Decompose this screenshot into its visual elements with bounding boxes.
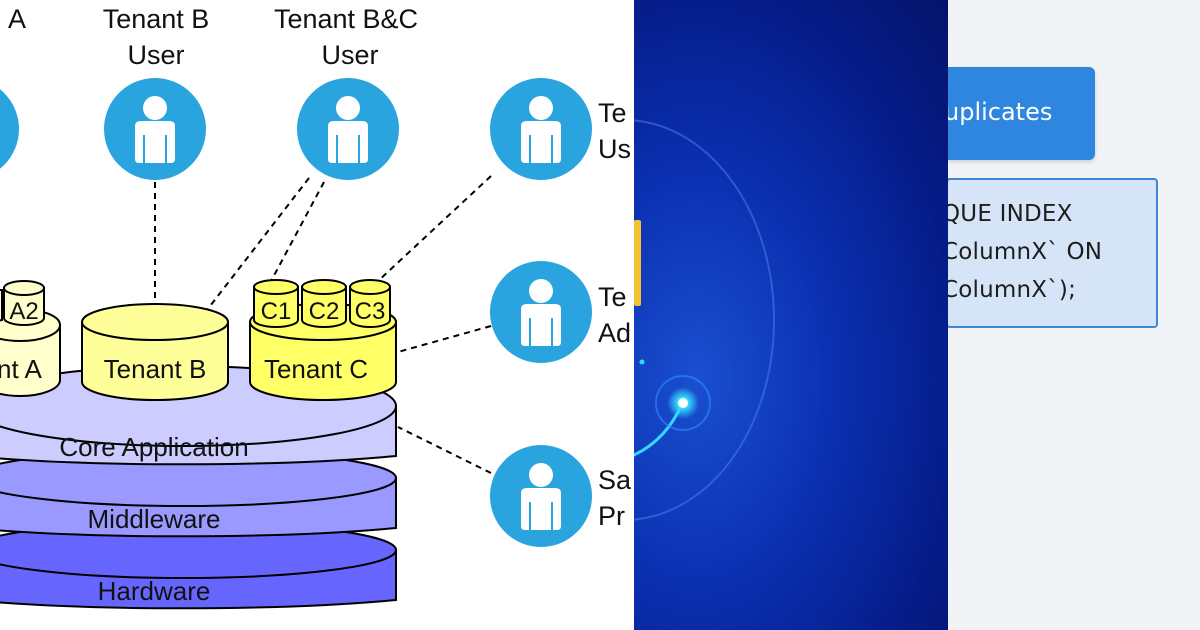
code-line-2: ColumnX` ON — [948, 239, 1103, 265]
user-icon-saas-provider — [489, 444, 593, 548]
tenant-a-cylinder: nt A A2 — [0, 280, 61, 397]
node-outer-ring — [655, 375, 711, 431]
space-graphic-panel — [634, 0, 948, 630]
user-icon-tenant-admin — [489, 260, 593, 364]
code-line-1: QUE INDEX — [948, 201, 1073, 227]
user-label-b-line2: User — [127, 40, 184, 70]
layer-core-label: Core Application — [59, 432, 248, 462]
user-icon-tenant-bc — [296, 77, 400, 181]
architecture-diagram: Hardware Middleware Core Application nt … — [0, 4, 633, 610]
tenant-c2-label: C2 — [309, 298, 340, 325]
tenant-a-label: nt A — [0, 354, 42, 384]
space-graphic — [634, 119, 775, 521]
tenant-b-label: Tenant B — [104, 354, 207, 384]
user-label-bc-line1: Tenant B&C — [274, 4, 418, 34]
user-label-saas-line1: Sa — [598, 465, 632, 495]
user-label-bc-line2: User — [321, 40, 378, 70]
tenant-b-cylinder: Tenant B — [81, 303, 229, 401]
user-icon-tenant-b — [103, 77, 207, 181]
tenant-c-label: Tenant C — [264, 354, 368, 384]
remove-duplicates-button-label: uplicates — [948, 98, 1053, 126]
user-icon-tenant-a — [0, 77, 20, 181]
orbit-ring — [634, 119, 775, 521]
small-dot — [639, 359, 645, 365]
tenant-c-cylinder: Tenant C C1 C2 C3 — [249, 279, 397, 401]
user-label-admin-line2: Ad — [598, 318, 631, 348]
user-label-c-line2: Us — [598, 134, 631, 164]
yellow-tab — [634, 220, 641, 306]
layer-middleware-label: Middleware — [88, 504, 221, 534]
user-icon-tenant-c — [489, 77, 593, 181]
middleware-layer: Middleware — [0, 449, 397, 538]
user-label-saas-line2: Pr — [598, 501, 625, 531]
code-panel: uplicates QUE INDEX ColumnX` ON ColumnX`… — [948, 0, 1200, 630]
sql-code-box: QUE INDEX ColumnX` ON ColumnX`); — [948, 178, 1158, 328]
code-line-3: ColumnX`); — [948, 277, 1077, 303]
node-core — [678, 398, 688, 408]
tenant-c1-label: C1 — [261, 298, 292, 325]
user-label-b-line1: Tenant B — [103, 4, 210, 34]
remove-duplicates-button[interactable]: uplicates — [948, 67, 1095, 160]
user-label-admin-line1: Te — [598, 282, 627, 312]
tenant-c3-label: C3 — [355, 298, 386, 325]
tenant-a2-label: A2 — [9, 298, 38, 325]
user-label-a-line1: A — [8, 4, 26, 34]
connector-lines — [154, 175, 492, 474]
user-label-c-line1: Te — [598, 98, 627, 128]
architecture-svg: Hardware Middleware Core Application nt … — [0, 4, 632, 610]
layer-hardware-label: Hardware — [98, 576, 211, 606]
